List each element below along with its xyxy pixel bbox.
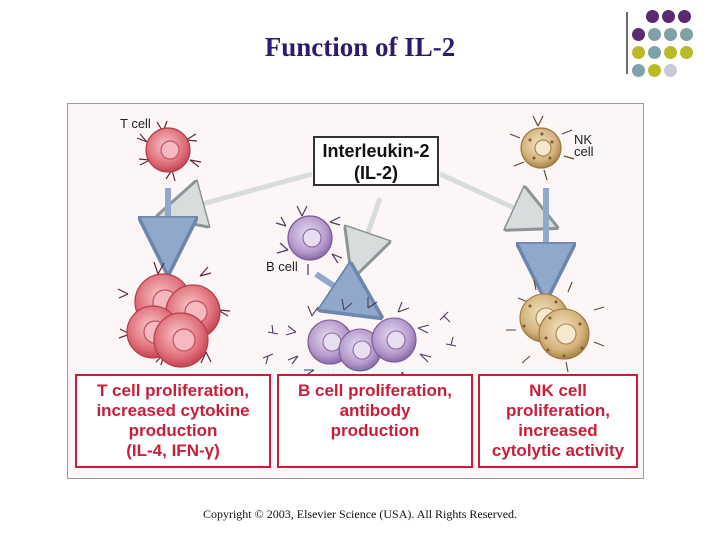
il2-function-figure: T cell B cell NK cell Interleukin-2 (IL-…	[67, 103, 644, 479]
figure-canvas	[117, 115, 605, 387]
nk-cell-outcome-line: proliferation,	[506, 401, 610, 420]
decorative-dot	[664, 46, 677, 59]
title-divider-line	[626, 12, 628, 74]
nk-cell-outcome-box: NK cell proliferation, increased cytolyt…	[478, 374, 638, 468]
interleukin-2-box: Interleukin-2 (IL-2)	[313, 136, 439, 186]
il2-to-nk-cell-arrow	[438, 171, 536, 218]
nk-cell-label-line-2: cell	[574, 144, 594, 159]
cytokine-name: Interleukin-2	[322, 141, 430, 161]
decorative-dot	[664, 28, 677, 41]
t-cell-outcome-line: (IL-4, IFN-γ)	[126, 441, 220, 460]
nk-cell-outcome-line: increased	[518, 421, 598, 440]
decorative-dot	[632, 28, 645, 41]
decorative-dot	[648, 28, 661, 41]
decorative-dot	[680, 28, 693, 41]
t-cell-outcome-line: production	[128, 421, 218, 440]
decorative-dot	[632, 46, 645, 59]
t-cell-label: T cell	[120, 116, 151, 131]
il2-to-b-cell-arrow	[360, 197, 380, 256]
t-cell-icon	[136, 120, 202, 182]
decorative-dot	[678, 10, 691, 23]
nk-cell-icon	[509, 115, 575, 181]
decorative-dot	[632, 64, 645, 77]
b-cell-cluster-icon	[262, 297, 457, 387]
b-cell-icon	[275, 205, 343, 275]
t-cell-cluster-icon	[117, 261, 231, 368]
cytokine-abbreviation: (IL-2)	[354, 163, 398, 183]
b-cell-outcome-line: B cell proliferation,	[298, 381, 452, 400]
decorative-dot	[648, 64, 661, 77]
t-cell-outcome-line: increased cytokine	[96, 401, 250, 420]
b-cell-progression-arrow	[314, 274, 358, 302]
nk-cell-label-line-1: NK	[574, 132, 593, 147]
decorative-dot-grid	[0, 0, 720, 90]
decorative-dot	[664, 64, 677, 77]
nk-cell-outcome-line: NK cell	[529, 381, 587, 400]
decorative-dot	[662, 10, 675, 23]
nk-cell-outcome-line: cytolytic activity	[491, 441, 625, 460]
decorative-dot	[648, 46, 661, 59]
slide-title: Function of IL-2	[264, 32, 456, 62]
decorative-dot	[646, 10, 659, 23]
nk-cell-cluster-icon	[506, 279, 605, 373]
b-cell-label: B cell	[266, 259, 298, 274]
copyright-notice: Copyright © 2003, Elsevier Science (USA)…	[202, 507, 518, 521]
b-cell-outcome-box: B cell proliferation, antibody productio…	[277, 374, 473, 468]
il2-to-t-cell-arrow	[180, 171, 313, 210]
t-cell-outcome-line: T cell proliferation,	[96, 381, 250, 400]
b-cell-outcome-line: production	[330, 421, 420, 440]
decorative-dot	[680, 46, 693, 59]
t-cell-outcome-box: T cell proliferation, increased cytokine…	[75, 374, 271, 468]
b-cell-outcome-line: antibody	[339, 401, 411, 420]
